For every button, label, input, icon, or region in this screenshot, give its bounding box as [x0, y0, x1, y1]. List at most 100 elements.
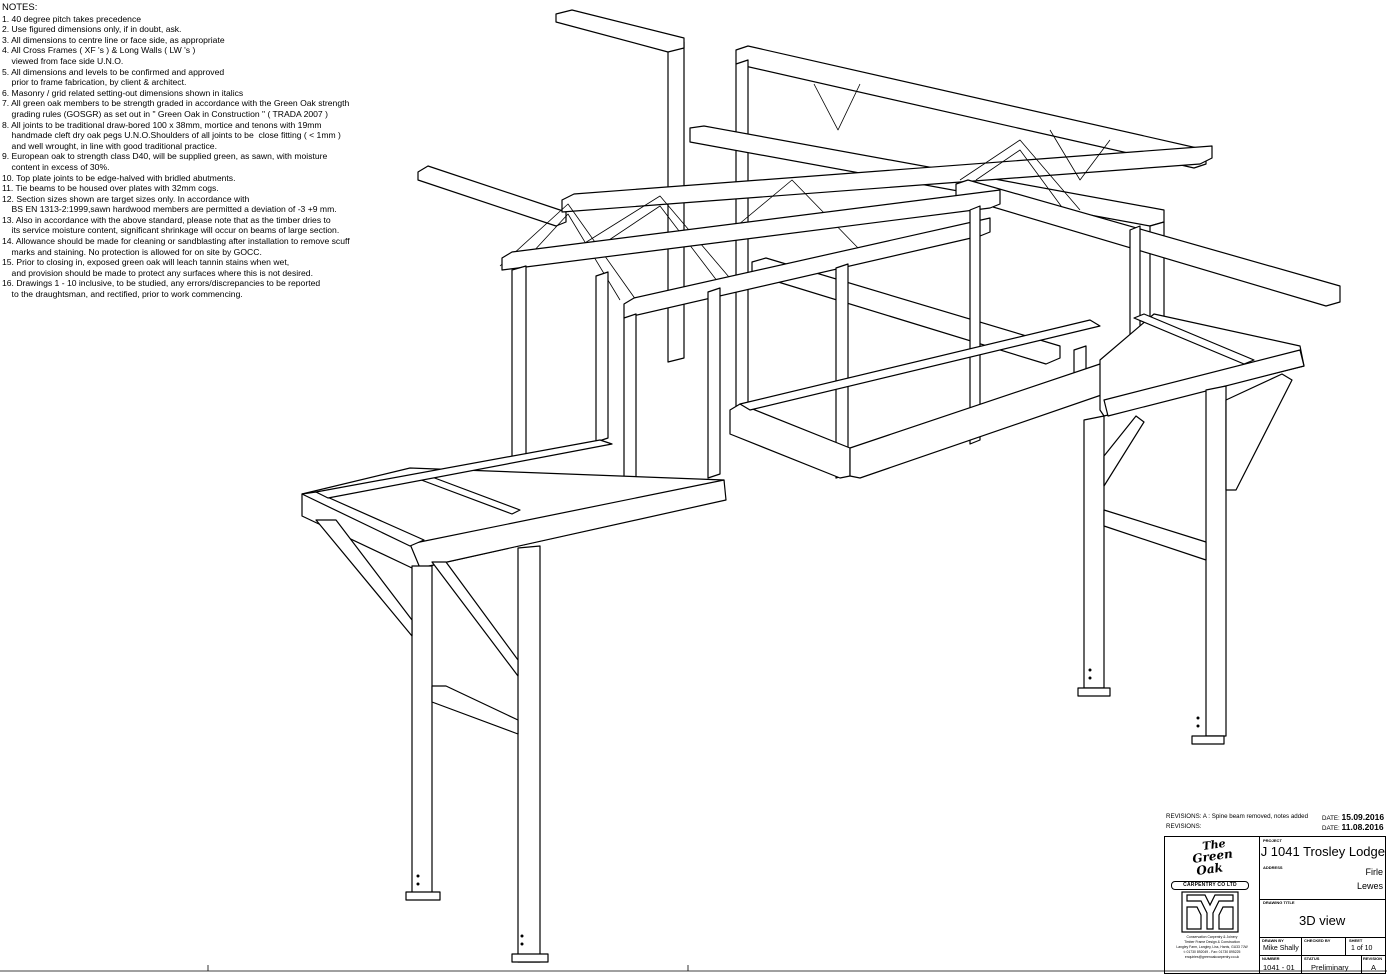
post-b [595, 271, 609, 443]
right-base-plate-2 [1191, 735, 1225, 745]
left-leg-front [517, 545, 541, 963]
left-platform-back-rail [315, 439, 613, 499]
note-line: BS EN 1313-2:1999,sawn hardwood members … [2, 204, 337, 215]
left-platform-side-rail [301, 491, 425, 547]
project-name: J 1041 Trosley Lodge [1260, 844, 1385, 859]
company-logo: The Green Oak [1191, 839, 1233, 878]
main-ridge-beam [561, 145, 1213, 213]
revision-a-date: 15.09.2016 [1341, 812, 1385, 822]
drawing-number: 1041 - 01 [1263, 963, 1295, 972]
note-line: 7. All green oak members to be strength … [2, 98, 350, 109]
note-line: 13. Also in accordance with the above st… [2, 214, 331, 225]
note-line: 15. Prior to closing in, exposed green o… [2, 257, 290, 268]
drawing-title: 3D view [1299, 913, 1346, 928]
central-sole-plate [729, 403, 851, 479]
note-line: 11. Tie beams to be housed over plates w… [2, 183, 219, 194]
address-label: ADDRESS [1263, 865, 1283, 870]
truss-rear [813, 83, 861, 131]
company-details: Conservation Carpentry & Joinery Timber … [1169, 935, 1255, 960]
left-brace-1 [315, 519, 413, 637]
note-line: 8. All joints to be traditional draw-bor… [2, 119, 322, 130]
logo-text-the: The [1202, 839, 1227, 853]
truss-left [499, 203, 637, 301]
revision-date-label: DATE: [1322, 825, 1340, 832]
truss-right [959, 139, 1081, 211]
right-brace-2 [1103, 415, 1145, 487]
checked-by-label: CHECKED BY [1304, 938, 1331, 943]
revision-date: 11.08.2016 [1341, 822, 1384, 832]
logo-emblem-icon [1181, 891, 1239, 933]
left-base-plate-1 [405, 891, 441, 901]
right-leg-rear [1083, 415, 1105, 689]
post-a [511, 265, 527, 461]
revision-a-date-label: DATE: [1322, 815, 1340, 822]
note-line: 1. 40 degree pitch takes precedence [2, 13, 142, 24]
notes-block: NOTES: 1. 40 degree pitch takes preceden… [2, 2, 402, 300]
sheet-label: SHEET [1349, 938, 1363, 943]
number-label: NUMBER [1262, 956, 1280, 961]
right-platform-inner-rail [1133, 313, 1255, 365]
drawn-by-label: DRAWN BY [1262, 938, 1284, 943]
address-line-2: Lewes [1356, 881, 1383, 891]
note-line: 3. All dimensions to centre line or face… [2, 34, 225, 45]
company-line: enquiries@greenoakcarpentry.co.uk [1184, 955, 1240, 959]
left-wall-plate [501, 189, 1001, 271]
status: Preliminary [1311, 963, 1349, 972]
note-line: 14. Allowance should be made for cleanin… [2, 236, 350, 247]
left-leg-tie [431, 685, 519, 735]
drawn-by: Mike Shally [1263, 945, 1299, 952]
note-line: 5. All dimensions and levels to be confi… [2, 66, 225, 77]
company-line: Timber Frame Design & Construction [1184, 940, 1240, 944]
note-line: 10. Top plate joints to be edge-halved w… [2, 172, 236, 183]
company-line: t: 01730 892049 - Fax: 01730 895225 [1183, 950, 1241, 954]
left-base-plate-2 [511, 953, 549, 963]
note-line: 12. Section sizes shown are target sizes… [2, 193, 250, 204]
note-line: its service moisture content, significan… [2, 225, 340, 236]
left-leg-rear [411, 565, 433, 899]
left-platform-front-rail [409, 479, 727, 569]
title-block: The Green Oak CARPENTRY CO LTD Conservat… [1164, 836, 1386, 974]
right-platform-front-rail [1103, 349, 1305, 417]
central-floor-beam-back [739, 319, 1101, 411]
note-line: marks and staining. No protection is all… [2, 246, 262, 257]
right-rafter [955, 179, 1341, 307]
note-line: to the draughtsman, and rectified, prior… [2, 289, 243, 300]
notes-heading: NOTES: [2, 2, 38, 13]
left-plate-beam [417, 165, 567, 227]
logo-banner: CARPENTRY CO LTD [1171, 881, 1249, 890]
note-line: handmade cleft dry oak pegs U.N.O.Should… [2, 130, 341, 141]
sheet-number: 1 of 10 [1351, 945, 1373, 952]
address-line-1: Firle [1365, 867, 1384, 877]
post-d [707, 287, 721, 479]
note-line: 4. All Cross Frames ( XF 's ) & Long Wal… [2, 45, 196, 56]
note-line: 9. European oak to strength class D40, w… [2, 151, 328, 162]
note-line: grading rules (GOSGR) as set out in " Gr… [2, 108, 328, 119]
note-line: 16. Drawings 1 - 10 inclusive, to be stu… [2, 278, 321, 289]
right-leg-tie [1103, 509, 1207, 561]
left-brace-2 [431, 561, 519, 677]
drawing-title-label: DRAWING TITLE [1263, 900, 1295, 905]
revision-label: REVISION [1363, 956, 1383, 961]
logo-text-oak: Oak [1195, 860, 1223, 878]
revision: A [1371, 963, 1377, 972]
truss-mid-inner [599, 205, 725, 291]
revisions-block: REVISIONS: A : Spine beam removed, notes… [1166, 812, 1386, 832]
tall-post-arm [555, 9, 685, 53]
note-line: viewed from face side U.N.O. [2, 55, 124, 66]
post-f [969, 205, 981, 445]
note-line: and well wrought, in line with good trad… [2, 140, 217, 151]
company-line: Langley Farm, Langley, Liss, Hants, GU33… [1176, 945, 1248, 949]
note-line: content in excess of 30%. [2, 161, 110, 172]
right-base-plate-1 [1077, 687, 1111, 697]
note-line: and provision should be made to protect … [2, 267, 313, 278]
revision-a-text: REVISIONS: A : Spine beam removed, notes… [1166, 813, 1309, 820]
logo-text-green: Green [1191, 846, 1233, 866]
project-label: PROJECT [1263, 838, 1282, 843]
note-line: 2. Use figured dimensions only, if in do… [2, 24, 182, 35]
truss-mid [579, 195, 741, 291]
status-label: STATUS [1304, 956, 1320, 961]
truss-rear-2 [1049, 129, 1111, 181]
right-leg-front [1205, 385, 1227, 737]
note-line: prior to frame fabrication, by client & … [2, 77, 187, 88]
